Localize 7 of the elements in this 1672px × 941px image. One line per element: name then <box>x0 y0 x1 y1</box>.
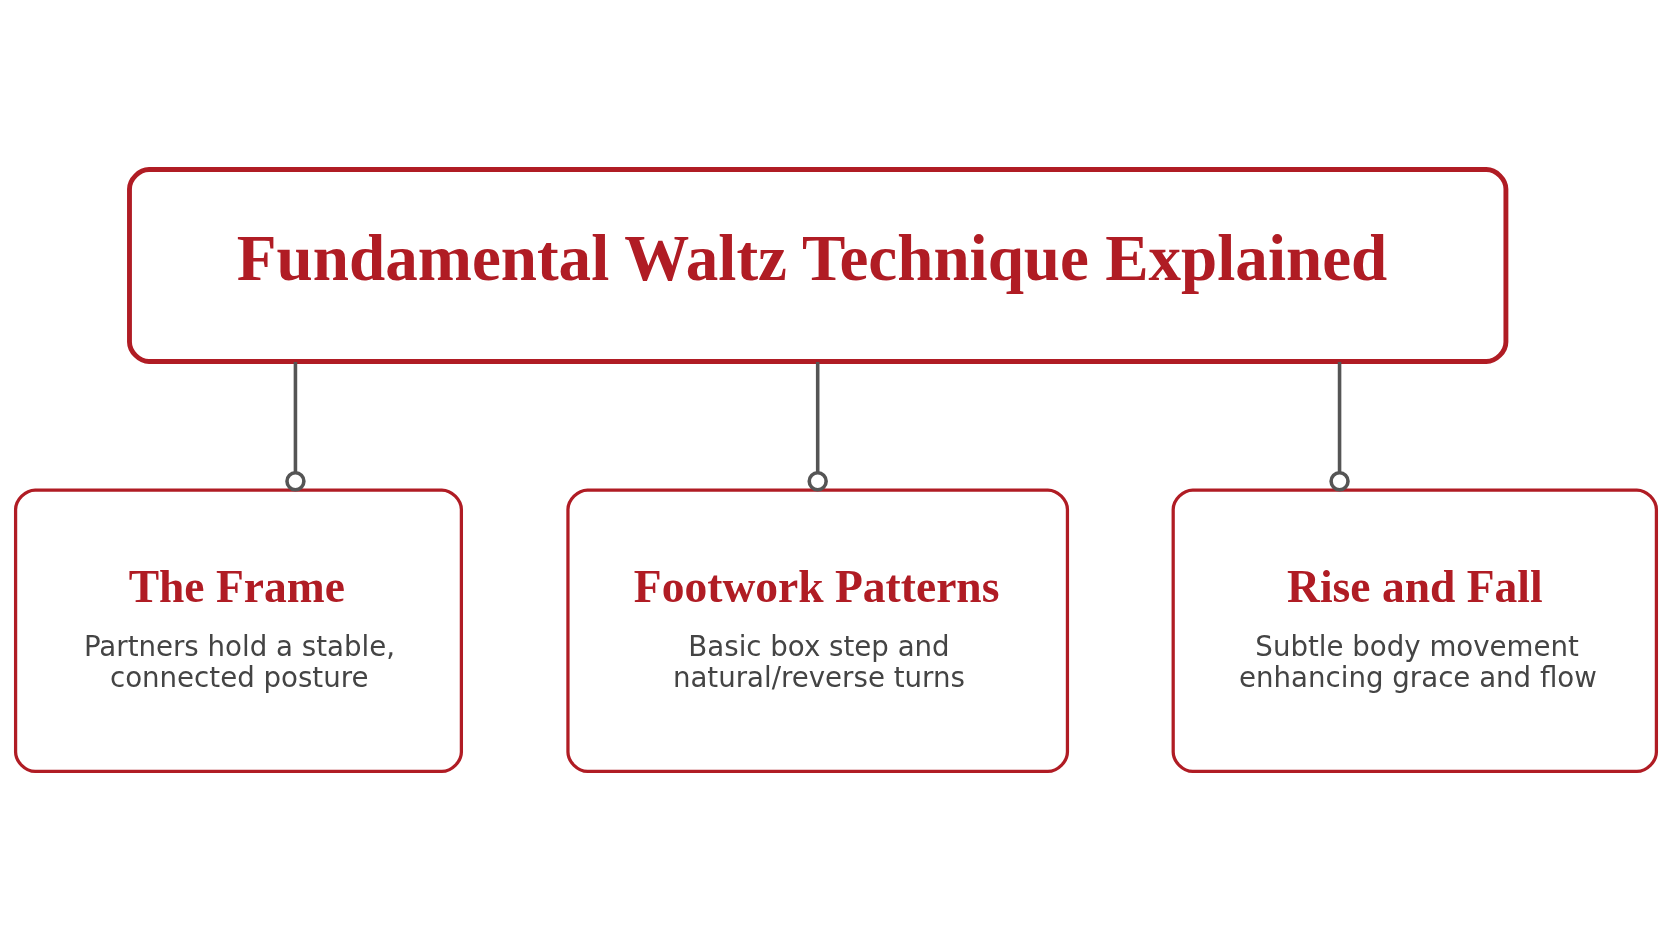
node-box: Footwork Patterns Basic box step and natural/reverse turns <box>566 488 1070 774</box>
node-box: Fundamental Waltz Technique Explained <box>127 167 1509 364</box>
node-box: Rise and Fall Subtle body movement enhancing grace and flow <box>1171 488 1659 774</box>
connector <box>807 361 828 492</box>
connector <box>285 361 306 492</box>
connector <box>1329 361 1350 492</box>
node-box: The Frame Partners hold a stable, connected posture <box>13 488 463 774</box>
